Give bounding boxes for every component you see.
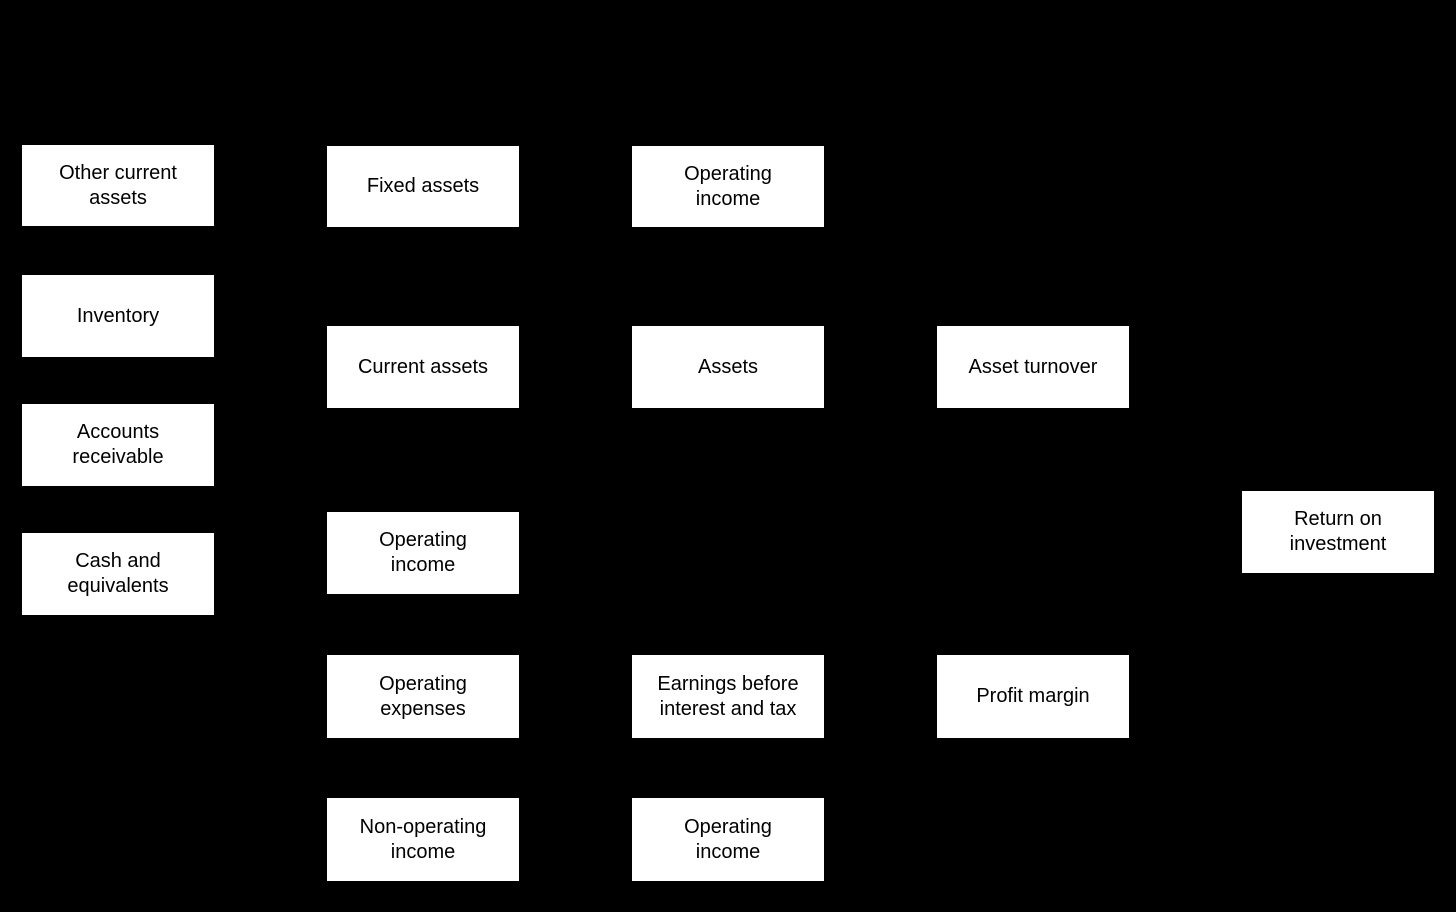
node-return-on-investment[interactable]: Return on investment: [1242, 491, 1434, 573]
node-earnings-before-interest-and-tax[interactable]: Earnings before interest and tax: [632, 655, 824, 738]
node-label-operating-income-col3-top: Operating income: [684, 162, 772, 210]
node-accounts-receivable[interactable]: Accounts receivable: [22, 404, 214, 486]
node-label-inventory: Inventory: [76, 304, 160, 327]
node-profit-margin[interactable]: Profit margin: [937, 655, 1129, 738]
node-label-non-operating-income: Non-operating income: [359, 815, 487, 863]
node-label-other-current-assets: Other current assets: [59, 161, 177, 209]
node-label-asset-turnover: Asset turnover: [968, 355, 1098, 378]
node-label-earnings-before-interest-and-tax: Earnings before interest and tax: [657, 672, 799, 720]
node-asset-turnover[interactable]: Asset turnover: [937, 326, 1129, 408]
node-label-operating-income-col3-bottom: Operating income: [684, 815, 772, 863]
node-label-operating-income-col2: Operating income: [379, 529, 467, 576]
node-cash-and-equivalents[interactable]: Cash and equivalents: [22, 533, 214, 615]
node-label-accounts-receivable: Accounts receivable: [72, 421, 164, 468]
node-operating-expenses[interactable]: Operating expenses: [327, 655, 519, 738]
node-operating-income-col3-bottom[interactable]: Operating income: [632, 798, 824, 881]
node-assets[interactable]: Assets: [632, 326, 824, 408]
node-current-assets[interactable]: Current assets: [327, 326, 519, 408]
node-inventory[interactable]: Inventory: [22, 275, 214, 357]
node-label-cash-and-equivalents: Cash and equivalents: [67, 550, 169, 597]
node-label-assets: Assets: [697, 355, 759, 378]
node-label-current-assets: Current assets: [357, 355, 489, 378]
node-label-profit-margin: Profit margin: [976, 685, 1090, 707]
node-label-fixed-assets: Fixed assets: [366, 175, 480, 197]
node-other-current-assets[interactable]: Other current assets: [22, 145, 214, 226]
node-operating-income-col3-top[interactable]: Operating income: [632, 146, 824, 227]
node-non-operating-income[interactable]: Non-operating income: [327, 798, 519, 881]
node-label-operating-expenses: Operating expenses: [379, 672, 467, 720]
node-label-return-on-investment: Return on investment: [1289, 508, 1387, 555]
node-fixed-assets[interactable]: Fixed assets: [327, 146, 519, 227]
node-operating-income-col2[interactable]: Operating income: [327, 512, 519, 594]
